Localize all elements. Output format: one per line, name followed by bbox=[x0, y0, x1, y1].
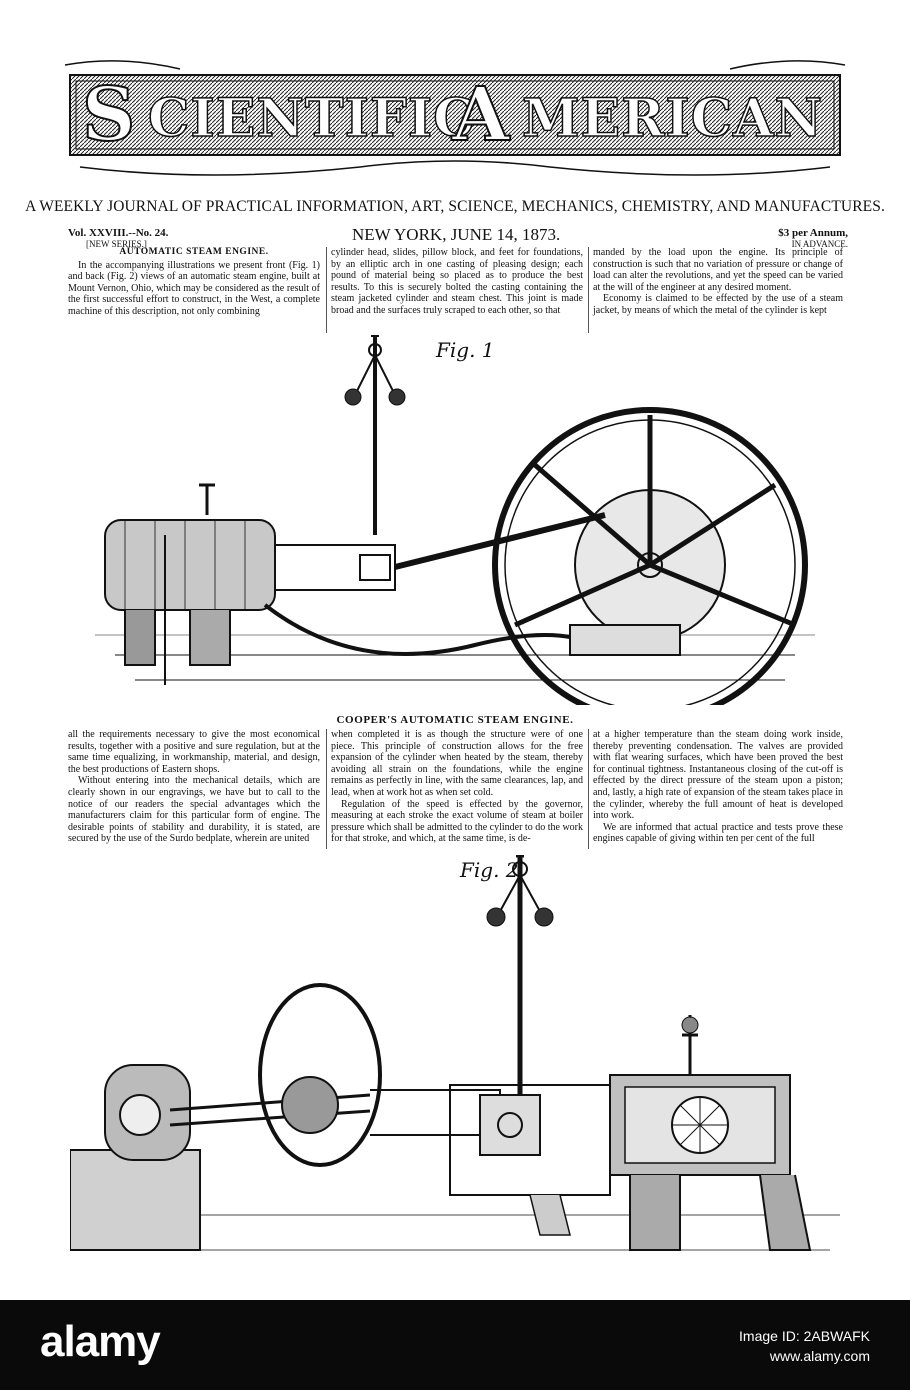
masthead-banner bbox=[64, 60, 846, 176]
fig-1-label: Fig. 1 bbox=[436, 338, 495, 362]
newspaper-page: S CIENTIFIC A MERICAN A WEEKLY JOURNAL O… bbox=[25, 55, 885, 1251]
middle-column-2-text: when completed it is as though the struc… bbox=[331, 729, 583, 798]
figure-caption: COOPER'S AUTOMATIC STEAM ENGINE. bbox=[336, 714, 574, 726]
masthead: S CIENTIFIC A MERICAN bbox=[60, 55, 850, 185]
stock-image-id-line-1: Image ID: 2ABWAFK bbox=[739, 1328, 870, 1344]
article-heading: AUTOMATIC STEAM ENGINE. bbox=[119, 247, 269, 257]
stock-image-id-line-2: www.alamy.com bbox=[769, 1348, 870, 1364]
top-column-1-text: In the accompanying illustrations we pre… bbox=[68, 259, 320, 317]
column-divider bbox=[326, 247, 327, 333]
top-column-1: AUTOMATIC STEAM ENGINE. In the accompany… bbox=[68, 247, 320, 318]
fig-2-label: Fig. 2 bbox=[460, 858, 519, 882]
middle-column-2-text-b: Regulation of the speed is effected by t… bbox=[331, 798, 583, 845]
fig-1-engraving bbox=[95, 335, 815, 705]
masthead-word-scientific: CIENTIFIC bbox=[147, 88, 476, 150]
middle-column-2: when completed it is as though the struc… bbox=[331, 729, 583, 845]
middle-column-3-text-b: We are informed that actual practice and… bbox=[593, 821, 843, 845]
top-column-2: cylinder head, slides, pillow block, and… bbox=[331, 247, 583, 317]
middle-column-3-text: at a higher temperature than the steam d… bbox=[593, 729, 843, 822]
alamy-logo: alamy bbox=[40, 1317, 161, 1366]
volume-number: Vol. XXVIII.--No. 24. bbox=[68, 227, 169, 239]
dateline: NEW YORK, JUNE 14, 1873. bbox=[352, 225, 561, 244]
column-divider bbox=[588, 729, 589, 849]
top-column-2-text: cylinder head, slides, pillow block, and… bbox=[331, 247, 583, 316]
masthead-initial-s: S bbox=[81, 72, 136, 158]
top-column-3: manded by the load upon the engine. Its … bbox=[593, 247, 843, 317]
middle-column-1-text: all the requirements necessary to give t… bbox=[68, 729, 320, 775]
masthead-word-american: MERICAN bbox=[521, 88, 823, 150]
volume-info: Vol. XXVIII.--No. 24. [NEW SERIES.] bbox=[68, 228, 168, 250]
stock-image-id: Image ID: 2ABWAFK www.alamy.com bbox=[739, 1326, 870, 1366]
fig-2-engraving bbox=[70, 855, 840, 1251]
price-info: $3 per Annum, IN ADVANCE. bbox=[778, 228, 848, 250]
price-note: IN ADVANCE. bbox=[791, 239, 848, 249]
column-divider bbox=[588, 247, 589, 333]
masthead-initial-a: A bbox=[451, 72, 510, 158]
stock-watermark-bar bbox=[0, 1300, 910, 1390]
journal-subtitle: A WEEKLY JOURNAL OF PRACTICAL INFORMATIO… bbox=[25, 198, 885, 215]
middle-column-3: at a higher temperature than the steam d… bbox=[593, 729, 843, 845]
top-column-3-text: manded by the load upon the engine. Its … bbox=[593, 247, 843, 293]
column-divider bbox=[326, 729, 327, 849]
top-column-3-text-b: Economy is claimed to be effected by the… bbox=[593, 293, 843, 316]
price: $3 per Annum, bbox=[778, 227, 848, 239]
middle-column-1-text-b: Without entering into the mechanical det… bbox=[68, 775, 320, 845]
series-note: [NEW SERIES.] bbox=[86, 239, 147, 249]
middle-column-1: all the requirements necessary to give t… bbox=[68, 729, 320, 845]
